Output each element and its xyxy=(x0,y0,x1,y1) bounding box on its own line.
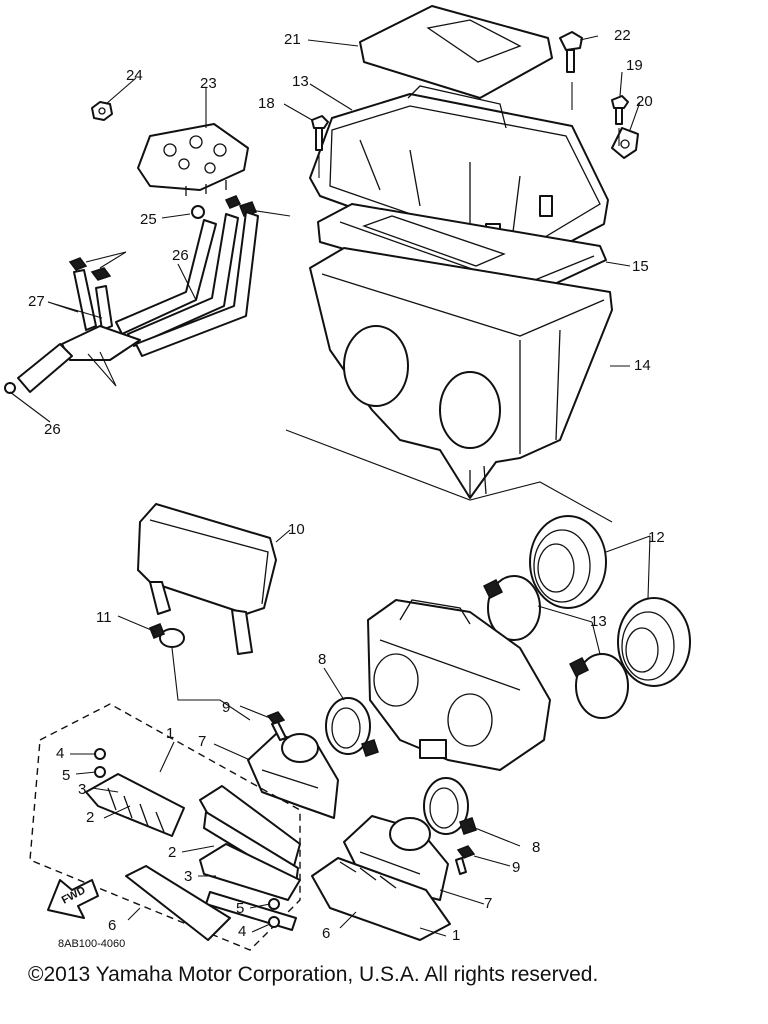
carb-joint-8-right xyxy=(423,777,477,835)
intake-joint-12-lower xyxy=(617,597,691,687)
callout-11: 11 xyxy=(96,609,112,626)
callout-24-upper: 25 xyxy=(140,211,157,228)
air-box-screw-17-left xyxy=(311,115,329,151)
callout-10: 10 xyxy=(288,521,305,538)
callout-1-lower: 1 xyxy=(452,927,460,944)
fwd-arrow-icon: FWD xyxy=(47,879,99,919)
air-filter-cover-19 xyxy=(359,5,553,99)
callout-22: 24 xyxy=(126,67,143,84)
clamps-26-upper xyxy=(224,195,257,217)
intake-manifold-7-upper xyxy=(247,733,339,819)
callout-3-left: 3 xyxy=(78,781,86,798)
callout-8-upper: 8 xyxy=(318,651,326,668)
callout-9-lower: 9 xyxy=(512,859,520,876)
callout-5-upper: 5 xyxy=(62,767,70,784)
callout-labels: 21 22 13 18 19 20 15 14 24 23 25 26 27 2… xyxy=(28,27,665,944)
carb-joint-8-left xyxy=(325,697,379,757)
manifold-bolt-9-lower xyxy=(455,845,476,875)
callout-7-upper: 7 xyxy=(198,733,206,750)
callout-17-right: 19 xyxy=(626,57,643,74)
leader-lines xyxy=(9,35,651,937)
hose-clamp-11 xyxy=(149,623,185,648)
copyright-notice: ©2013 Yamaha Motor Corporation, U.S.A. A… xyxy=(28,963,599,986)
callout-6-left: 6 xyxy=(108,917,116,934)
callout-2-left: 2 xyxy=(86,809,94,826)
air-box-body-15 xyxy=(309,247,613,499)
clamps-26-lower xyxy=(68,257,112,281)
breather-hoses-23 xyxy=(115,211,259,357)
hose-joint-25 xyxy=(61,269,141,361)
callout-8-lower: 8 xyxy=(532,839,540,856)
callout-4-lower: 4 xyxy=(238,923,246,940)
callout-4-upper: 4 xyxy=(56,745,64,762)
manifold-bolt-9-upper xyxy=(266,711,287,741)
reed-valve-lower xyxy=(311,857,451,941)
callout-12: 12 xyxy=(648,529,665,546)
clip-24-upper xyxy=(191,205,205,219)
callout-6-right: 6 xyxy=(322,925,330,942)
reed-valve-assembly-1 xyxy=(29,703,301,951)
joint-band-13-lower xyxy=(568,653,629,719)
callout-2-right: 2 xyxy=(168,844,176,861)
air-box-screw-20 xyxy=(559,31,583,73)
callout-24-lower: 26 xyxy=(44,421,61,438)
drain-hose-27 xyxy=(17,343,73,393)
callout-25: 27 xyxy=(28,293,45,310)
callout-5-lower: 5 xyxy=(236,900,244,917)
joint-band-13-upper xyxy=(482,575,541,641)
intake-joint-12-upper xyxy=(529,515,607,609)
callout-21: 23 xyxy=(200,75,217,92)
callout-1-upper: 1 xyxy=(166,725,174,742)
callout-13: 13 xyxy=(590,613,607,630)
callout-20: 22 xyxy=(614,27,631,44)
air-box-gasket-16 xyxy=(317,203,607,301)
air-box-screw-17-right xyxy=(611,95,629,125)
callout-3-right: 3 xyxy=(184,868,192,885)
callout-16: 15 xyxy=(632,258,649,275)
carburetor-assembly xyxy=(367,599,551,771)
clip-24-lower xyxy=(4,382,16,394)
breather-tank-21 xyxy=(137,123,249,196)
callout-19: 21 xyxy=(284,31,301,48)
callout-18: 20 xyxy=(636,93,653,110)
callout-17-left: 18 xyxy=(258,95,275,112)
callout-23: 26 xyxy=(172,247,189,264)
exploded-parts-diagram: FWD 8AB100-4060 xyxy=(4,5,691,951)
diagram-code: 8AB100-4060 xyxy=(58,938,125,950)
callout-7-lower: 7 xyxy=(484,895,492,912)
callout-15: 14 xyxy=(634,357,651,374)
clamp-bracket-18 xyxy=(611,127,639,159)
intake-silencer-10 xyxy=(137,503,277,655)
callout-14: 13 xyxy=(292,73,309,90)
nut-22 xyxy=(91,101,113,121)
callout-9-upper: 9 xyxy=(222,699,230,716)
